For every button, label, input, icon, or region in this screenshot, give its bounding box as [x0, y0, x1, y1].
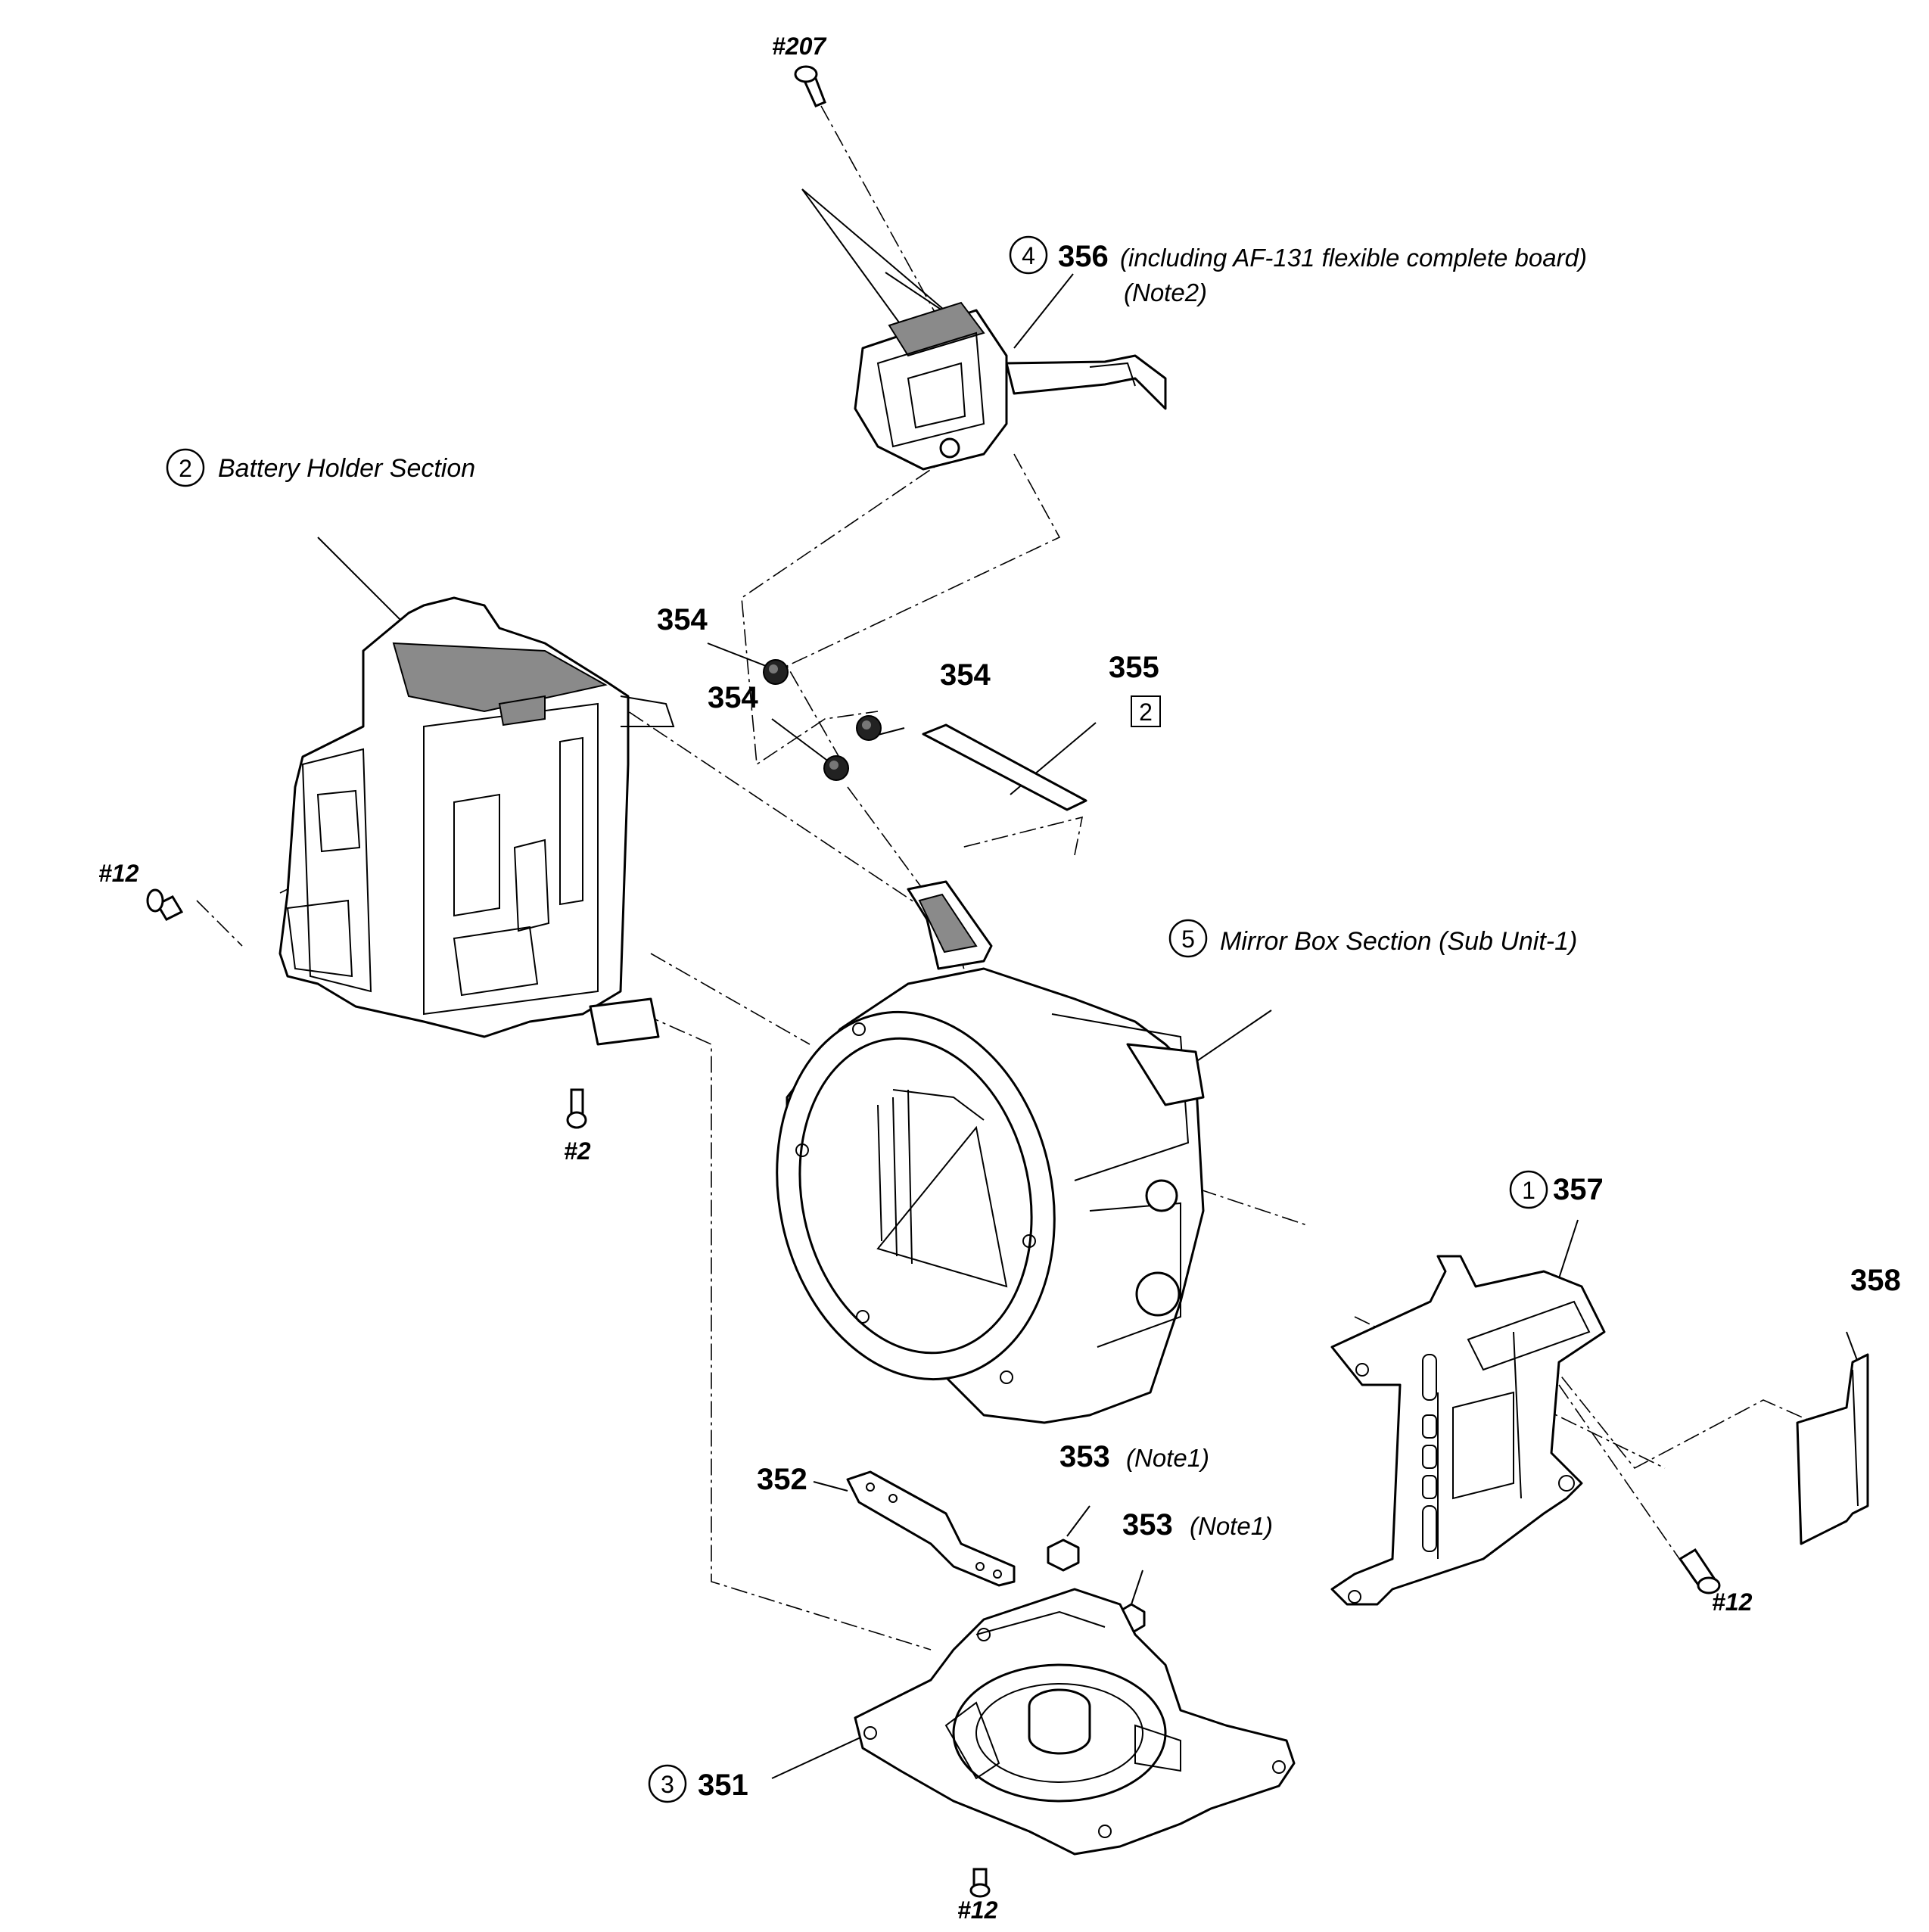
circled-number-1-text: 1 [1522, 1177, 1535, 1204]
label-part-355: 355 [1109, 651, 1159, 684]
note-353-a: (Note1) [1126, 1444, 1209, 1472]
label-part-351: 351 [698, 1769, 748, 1802]
screw-12-right [1678, 1548, 1721, 1594]
label-part-354-a: 354 [657, 603, 708, 636]
note-353-b: (Note1) [1190, 1512, 1273, 1540]
circled-number-1: 1 [1509, 1170, 1548, 1209]
label-part-354-b: 354 [708, 681, 758, 714]
circled-number-4-text: 4 [1022, 242, 1035, 269]
stopper-354-c [856, 715, 882, 741]
label-part-357: 357 [1553, 1173, 1604, 1206]
battery-holder-section [278, 596, 675, 1046]
note-356-note2: (Note2) [1124, 278, 1207, 306]
label-part-354-c: 354 [940, 658, 991, 692]
stopper-354-a [763, 659, 789, 685]
circled-number-4: 4 [1009, 235, 1048, 275]
cushion-353-a [1047, 1538, 1080, 1572]
label-mirror-box-section: Mirror Box Section (Sub Unit-1) [1220, 927, 1577, 956]
sheet-355 [922, 723, 1087, 811]
label-screw-12-bottom: #12 [957, 1896, 998, 1924]
screw-207 [794, 65, 826, 107]
circled-number-5-text: 5 [1181, 926, 1195, 953]
plate-352 [846, 1470, 1016, 1587]
base-plate-351 [854, 1588, 1296, 1856]
label-part-352: 352 [757, 1463, 807, 1496]
af-sensor-unit-356 [854, 301, 1167, 471]
label-screw-12-right: #12 [1712, 1588, 1753, 1616]
screw-2 [566, 1088, 587, 1129]
label-screw-12-left: #12 [98, 860, 139, 887]
mirror-box-section [776, 880, 1205, 1424]
stopper-354-b [823, 755, 849, 781]
boxed-number-2-text: 2 [1139, 698, 1153, 726]
label-part-353-a: 353 [1059, 1440, 1110, 1473]
note-356-board: (including AF-131 flexible complete boar… [1120, 244, 1587, 272]
label-battery-holder-section: Battery Holder Section [218, 454, 475, 483]
circled-number-2: 2 [166, 448, 205, 487]
bracket-357 [1330, 1255, 1606, 1606]
circled-number-5: 5 [1168, 919, 1208, 958]
screw-12-left [146, 888, 184, 921]
label-part-356: 356 [1058, 240, 1109, 273]
circled-number-3-text: 3 [661, 1771, 674, 1798]
circled-number-2-text: 2 [179, 455, 192, 482]
boxed-number-2: 2 [1131, 695, 1161, 727]
label-screw-2: #2 [564, 1137, 591, 1165]
circled-number-3: 3 [648, 1764, 687, 1803]
label-part-358: 358 [1850, 1264, 1901, 1297]
leader-lines [317, 188, 1859, 1779]
cover-358 [1796, 1353, 1869, 1545]
screw-12-bottom [969, 1868, 991, 1898]
label-screw-207: #207 [772, 33, 827, 60]
label-part-353-b: 353 [1122, 1508, 1173, 1542]
